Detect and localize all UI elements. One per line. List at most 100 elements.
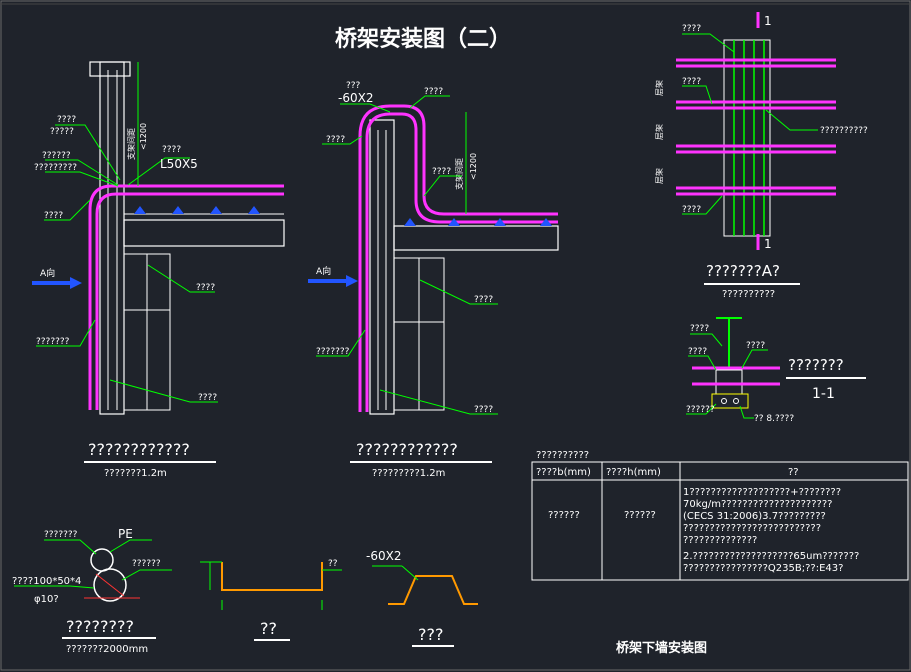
- table-note-3: (CECS 31:2006)3.7?????????: [683, 511, 826, 522]
- table-note-5: ??????????????: [683, 535, 757, 546]
- hat-caption: ???: [418, 625, 443, 644]
- left-top-cap: [89, 61, 131, 77]
- right-side-3: 层架: [655, 168, 664, 184]
- mid-roof-slab: [393, 225, 559, 251]
- section-leaders: [686, 333, 768, 419]
- mid-roof-supports: [404, 218, 552, 226]
- hat-label: -60X2: [366, 549, 401, 563]
- left-leaders: [36, 124, 218, 403]
- leader: [322, 135, 363, 145]
- sec-subcaption: 1-1: [812, 386, 835, 402]
- support: [210, 206, 222, 214]
- right-side-1: 层架: [655, 80, 664, 96]
- left-dim-value: <1200: [139, 123, 148, 150]
- support: [248, 206, 260, 214]
- pe-subcaption: ???????2000mm: [66, 644, 148, 655]
- right-section-bottom: 1: [764, 237, 772, 251]
- mid-label-right: ????: [432, 167, 451, 177]
- left-direction-label: A向: [40, 267, 55, 279]
- pe-label-c: ????100*50*4: [12, 576, 81, 587]
- leader: [690, 333, 723, 347]
- drawing-title: 桥架安装图（二）: [335, 26, 511, 52]
- sec-label-e: ??????: [686, 405, 715, 415]
- leader: [45, 171, 119, 187]
- leader: [739, 405, 754, 419]
- left-label-d: ?????????: [34, 163, 77, 173]
- pe-leaders: [14, 539, 172, 589]
- left-label-angle-q: ????: [162, 145, 181, 155]
- left-roof-supports: [134, 206, 260, 214]
- leader: [741, 349, 768, 369]
- table-note-6: 2.???????????????????65um???????: [683, 551, 859, 562]
- leader: [44, 539, 97, 555]
- mid-label-flat-bar: -60X2: [338, 91, 373, 105]
- leader: [682, 195, 723, 215]
- leader: [340, 103, 391, 113]
- section-view: ???? ???? ???? ?????? ?? 8.???? ??????? …: [686, 317, 866, 424]
- sec-box: [715, 369, 743, 395]
- leader: [44, 199, 91, 221]
- mid-label-bottom: ????: [474, 405, 493, 415]
- middle-view: 支架间距 <1200 ??? -60X2 ???? ???? ???? ????…: [308, 81, 559, 479]
- leader: [419, 279, 498, 305]
- pe-label-pe: PE: [118, 527, 133, 541]
- table-header-3: ??: [788, 467, 799, 478]
- mid-label-wall: ????: [474, 295, 493, 305]
- left-label-a: ????: [57, 115, 76, 125]
- mid-label-top-right: ????: [424, 87, 443, 97]
- spec-table: ?????????? ????b(mm) ????h(mm) ?? ??????…: [531, 450, 909, 581]
- leader: [379, 389, 498, 415]
- leader: [45, 159, 119, 186]
- mid-tray-inner: [365, 112, 558, 412]
- leader: [109, 379, 218, 403]
- leader: [423, 175, 462, 197]
- channel-view: ?? ??: [200, 559, 342, 641]
- sec-label-a: ????: [690, 324, 709, 334]
- leader: [55, 124, 121, 181]
- mid-direction-label: A向: [316, 265, 331, 277]
- mid-dim-note: 支架间距: [454, 158, 464, 190]
- support: [448, 218, 460, 226]
- table-cell-1: ??????: [548, 510, 580, 521]
- left-caption: ????????????: [88, 440, 190, 459]
- left-dim-note: 支架间距: [126, 128, 136, 160]
- mid-subcaption: ?????????1.2m: [372, 468, 445, 479]
- pe-label-a: ???????: [44, 530, 78, 540]
- right-subcaption: ??????????: [722, 289, 775, 300]
- leader: [14, 585, 95, 589]
- left-label-1: ????: [44, 211, 63, 221]
- left-direction-arrow: [32, 277, 82, 289]
- leader: [686, 403, 717, 415]
- table-note-2: 70kg/m?????????????????????: [683, 499, 832, 510]
- support: [134, 206, 146, 214]
- table-cell-2: ??????: [624, 510, 656, 521]
- pe-view: ??????? PE ?????? ????100*50*4 φ10? ????…: [12, 527, 172, 655]
- left-label-wall: ????: [196, 283, 215, 293]
- right-label-1: ????: [682, 24, 701, 34]
- mid-dim-value: <1200: [469, 153, 478, 180]
- support: [404, 218, 416, 226]
- table-note-1: 1???????????????????+????????: [683, 487, 841, 498]
- right-channel: [723, 39, 771, 237]
- leader: [109, 539, 152, 553]
- left-tray-outer: [88, 184, 130, 410]
- leader: [127, 157, 190, 186]
- right-label-2: ????: [682, 77, 701, 87]
- mid-label-left: ????: [326, 135, 345, 145]
- sec-label-c: ????: [746, 341, 765, 351]
- mid-caption: ????????????: [356, 440, 458, 459]
- mid-direction-arrow: [308, 275, 358, 287]
- mid-leaders: [316, 95, 498, 415]
- right-leaders: [682, 33, 818, 215]
- left-label-c: ??????: [42, 151, 71, 161]
- support: [494, 218, 506, 226]
- sec-bolt-2: [733, 398, 739, 404]
- left-subcaption: ???????1.2m: [104, 468, 167, 479]
- sec-label-f: ?? 8.????: [754, 414, 794, 424]
- left-label-bottom: ????: [198, 393, 217, 403]
- table-frame: [531, 461, 909, 581]
- leader: [147, 264, 215, 293]
